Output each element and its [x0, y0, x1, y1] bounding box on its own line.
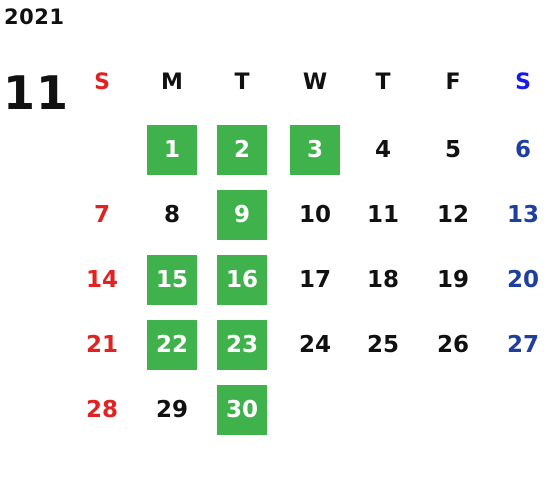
day-cell-17[interactable]: 17 — [298, 267, 331, 293]
day-cell-11[interactable]: 11 — [366, 202, 399, 228]
day-cell-29[interactable]: 29 — [155, 397, 188, 423]
day-cell-3[interactable]: 3 — [290, 125, 340, 175]
day-cell-9[interactable]: 9 — [217, 190, 267, 240]
weekday-header-thursday: T — [375, 69, 391, 95]
day-cell-6[interactable]: 6 — [514, 137, 531, 163]
day-cell-15[interactable]: 15 — [147, 255, 197, 305]
day-cell-26[interactable]: 26 — [436, 332, 469, 358]
day-cell-20[interactable]: 20 — [506, 267, 539, 293]
day-cell-21[interactable]: 21 — [85, 332, 118, 358]
day-cell-7[interactable]: 7 — [93, 202, 110, 228]
day-cell-12[interactable]: 12 — [436, 202, 469, 228]
day-cell-23[interactable]: 23 — [217, 320, 267, 370]
day-cell-1[interactable]: 1 — [147, 125, 197, 175]
day-cell-4[interactable]: 4 — [374, 137, 391, 163]
day-cell-8[interactable]: 8 — [163, 202, 180, 228]
weekday-header-monday: M — [161, 69, 183, 95]
day-cell-19[interactable]: 19 — [436, 267, 469, 293]
day-cell-28[interactable]: 28 — [85, 397, 118, 423]
day-cell-2[interactable]: 2 — [217, 125, 267, 175]
day-cell-16[interactable]: 16 — [217, 255, 267, 305]
day-cell-27[interactable]: 27 — [506, 332, 539, 358]
day-cell-24[interactable]: 24 — [298, 332, 331, 358]
day-cell-25[interactable]: 25 — [366, 332, 399, 358]
day-cell-14[interactable]: 14 — [85, 267, 118, 293]
day-cell-18[interactable]: 18 — [366, 267, 399, 293]
day-cell-10[interactable]: 10 — [298, 202, 331, 228]
day-cell-13[interactable]: 13 — [506, 202, 539, 228]
weekday-header-wednesday: W — [302, 69, 328, 95]
month-number: 11 — [3, 66, 70, 120]
day-cell-30[interactable]: 30 — [217, 385, 267, 435]
weekday-header-sunday: S — [94, 69, 110, 95]
day-cell-5[interactable]: 5 — [444, 137, 461, 163]
year-label: 2021 — [4, 5, 65, 29]
day-cell-22[interactable]: 22 — [147, 320, 197, 370]
weekday-header-saturday: S — [515, 69, 531, 95]
weekday-header-friday: F — [445, 69, 461, 95]
weekday-header-tuesday: T — [234, 69, 250, 95]
